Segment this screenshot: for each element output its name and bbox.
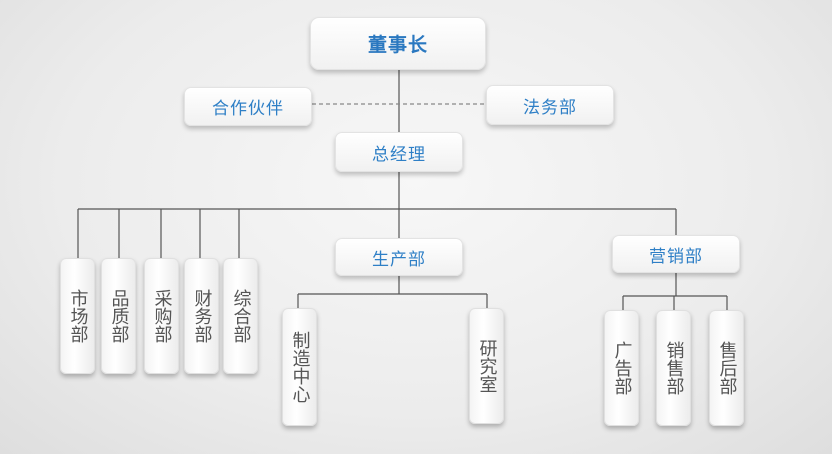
node-production: 生产部 [335,238,463,276]
node-general: 综合部 [223,258,258,374]
node-manufacturing: 制造中心 [282,308,317,426]
node-research: 研究室 [469,308,504,424]
node-market: 市场部 [60,258,95,374]
node-finance: 财务部 [184,258,219,374]
node-partner: 合作伙伴 [184,87,312,126]
node-sales: 销售部 [656,310,691,426]
node-legal: 法务部 [486,85,614,125]
node-marketing: 营销部 [612,235,740,273]
node-quality: 品质部 [101,258,136,374]
node-aftersales: 售后部 [709,310,744,426]
node-advertising: 广告部 [604,310,639,426]
node-gm: 总经理 [335,132,463,172]
node-chairman: 董事长 [310,17,486,70]
node-purchasing: 采购部 [144,258,179,374]
